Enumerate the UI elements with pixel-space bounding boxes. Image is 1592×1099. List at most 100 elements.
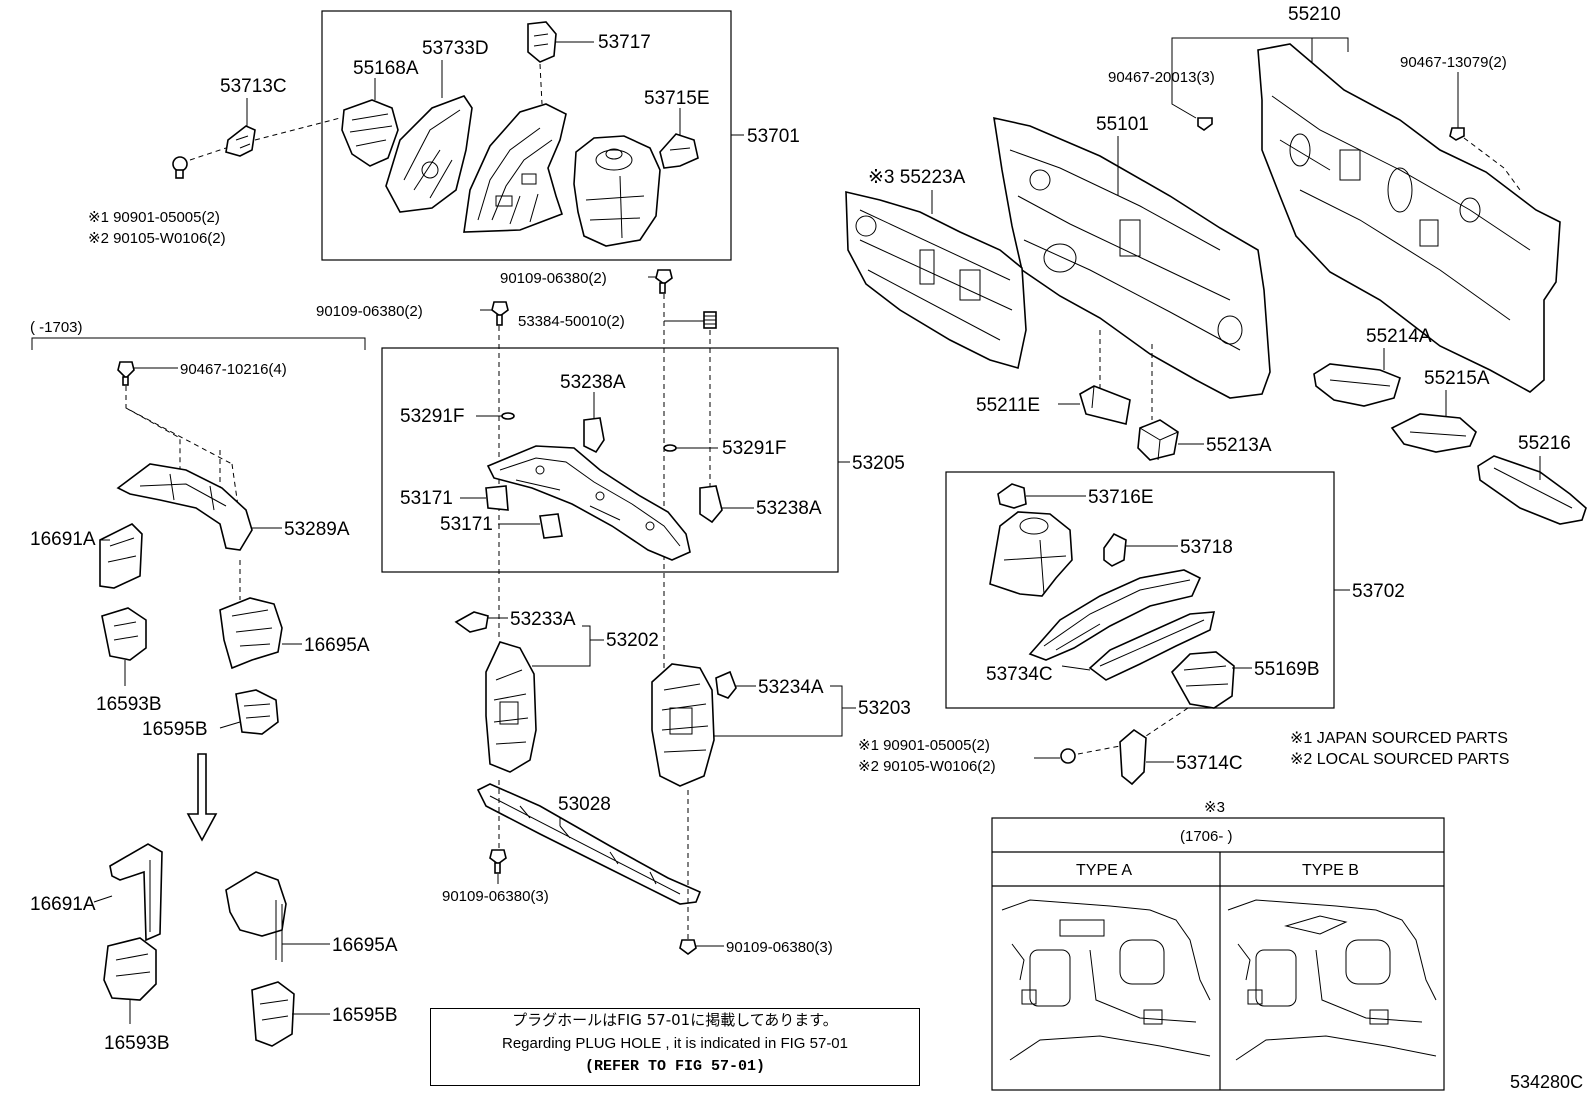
label-16691A-2: 16691A (30, 894, 96, 915)
label-53205: 53205 (852, 453, 905, 474)
note-japanese: プラグホールはFIG 57-01に掲載してあります。 (512, 1011, 838, 1029)
clip-icon (501, 412, 515, 420)
label-range-left: ( -1703) (30, 319, 83, 336)
label-55215A: 55215A (1424, 368, 1490, 389)
label-16593B-2: 16593B (104, 1033, 170, 1054)
note-reference: (REFER TO FIG 57-01) (584, 1058, 766, 1075)
label-90467-13079: 90467-13079(2) (1400, 54, 1507, 71)
label-53202: 53202 (606, 630, 659, 651)
part-55215A (1390, 413, 1477, 453)
label-55101: 55101 (1096, 114, 1149, 135)
catalog-number: 534280C (1510, 1072, 1584, 1092)
part-53716E (997, 483, 1027, 509)
label-55213A: 55213A (1206, 435, 1272, 456)
part-55223A (845, 190, 1027, 370)
label-90109-d: 90109-06380(3) (726, 939, 833, 956)
bolt-icon (679, 939, 697, 955)
clip-icon (117, 361, 135, 386)
legend-japan: ※1 JAPAN SOURCED PARTS (1290, 730, 1508, 747)
part-55216 (1477, 455, 1587, 525)
bolt-icon (489, 849, 507, 874)
label-53291F-2: 53291F (722, 438, 786, 459)
part-53203 (651, 663, 715, 787)
label-53028: 53028 (558, 794, 611, 815)
part-55211E (1079, 385, 1131, 425)
label-inset-range: (1706- ) (1180, 828, 1233, 845)
part-53238A-lower (699, 485, 723, 524)
label-53238A-1: 53238A (560, 372, 626, 393)
label-55223A: ※3 55223A (868, 167, 966, 188)
part-53713C (225, 125, 256, 157)
label-16595B-2: 16595B (332, 1005, 398, 1026)
group-box-53205 (381, 347, 839, 573)
label-90109-b: 90109-06380(2) (316, 303, 423, 320)
part-member-right (1088, 611, 1216, 681)
part-16695A-lower (225, 871, 287, 962)
label-53291F-1: 53291F (400, 406, 464, 427)
part-16691A-upper (99, 523, 143, 589)
label-55216: 55216 (1518, 433, 1571, 454)
part-53238A-upper (583, 417, 605, 454)
label-53203: 53203 (858, 698, 911, 719)
part-53171-lower (539, 513, 563, 539)
label-90467-20013: 90467-20013(3) (1108, 69, 1215, 86)
label-53733D: 53733D (422, 38, 489, 59)
label-16593B-1: 16593B (96, 694, 162, 715)
label-53234A: 53234A (758, 677, 824, 698)
label-53714C: 53714C (1176, 753, 1243, 774)
bolt-icon (655, 269, 673, 294)
note-english: Regarding PLUG HOLE , it is indicated in… (502, 1035, 848, 1052)
label-53384: 53384-50010(2) (518, 313, 625, 330)
part-apron-right (1028, 569, 1202, 661)
label-90109-c: 90109-06380(3) (442, 888, 549, 905)
label-90467-10216: 90467-10216(4) (180, 361, 287, 378)
part-suspension-tower (573, 135, 661, 247)
part-53171-upper (485, 485, 509, 511)
bolt-icon (1060, 748, 1076, 764)
part-55169B (1171, 651, 1235, 709)
bolt-icon (172, 156, 188, 179)
label-16691A-1: 16691A (30, 529, 96, 550)
label-53289A: 53289A (284, 519, 350, 540)
label-fastener-2: ※2 90105-W0106(2) (88, 230, 226, 247)
part-55214A (1313, 363, 1401, 407)
part-16593B-upper (101, 607, 147, 661)
nut-icon (703, 311, 717, 329)
bolt-icon (491, 301, 509, 326)
part-53233A (454, 611, 489, 633)
part-53717 (527, 21, 557, 63)
label-inset-mark: ※3 (1204, 799, 1225, 816)
plug-hole-note: プラグホールはFIG 57-01に掲載してあります。 Regarding PLU… (430, 1008, 920, 1086)
clip-icon (1449, 127, 1465, 141)
part-16695A-upper (219, 597, 283, 670)
label-fastener-1: ※1 90901-05005(2) (88, 209, 220, 226)
inset-type-b-detail (1227, 899, 1437, 1061)
inset-type-a-detail (1001, 899, 1211, 1061)
part-16691A-lower (109, 843, 163, 942)
part-55168A (341, 99, 399, 167)
label-53238A-2: 53238A (756, 498, 822, 519)
part-55101 (993, 116, 1271, 399)
label-55211E: 55211E (976, 395, 1040, 416)
clip-icon (1197, 117, 1213, 131)
label-53717: 53717 (598, 32, 651, 53)
arrow-down-icon (186, 753, 218, 842)
part-53714C (1119, 728, 1147, 786)
part-53718 (1103, 532, 1127, 567)
label-53701: 53701 (747, 126, 800, 147)
legend-local: ※2 LOCAL SOURCED PARTS (1290, 751, 1509, 768)
label-53713C: 53713C (220, 76, 287, 97)
label-53702: 53702 (1352, 581, 1405, 602)
part-tower-right (989, 511, 1073, 597)
label-fastener-3: ※1 90901-05005(2) (858, 737, 990, 754)
label-53716E: 53716E (1088, 487, 1154, 508)
label-55210: 55210 (1288, 4, 1341, 25)
label-90109-a: 90109-06380(2) (500, 270, 607, 287)
part-support-frame (486, 445, 691, 561)
part-55213A (1137, 419, 1179, 461)
label-55169B: 55169B (1254, 659, 1320, 680)
label-53734C: 53734C (986, 664, 1053, 685)
label-16695A-2: 16695A (332, 935, 398, 956)
part-55210-insulator (1257, 43, 1561, 393)
